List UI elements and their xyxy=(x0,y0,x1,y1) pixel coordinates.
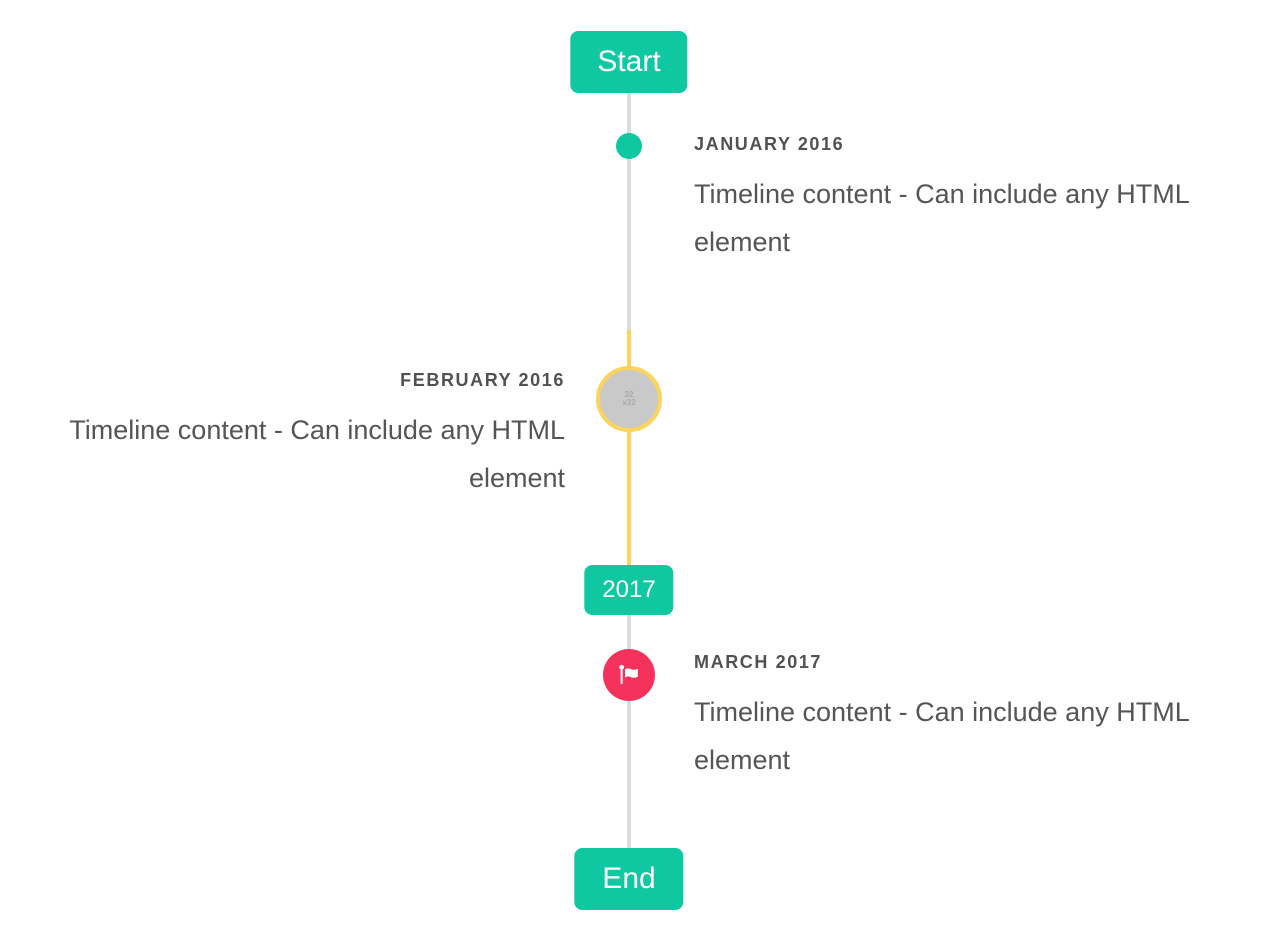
flag-icon xyxy=(616,662,643,689)
timeline-dot-marker xyxy=(616,133,642,159)
start-badge: Start xyxy=(570,31,688,93)
timeline-line-segment-top xyxy=(627,93,631,330)
timeline-entry: FEBRUARY 2016 Timeline content - Can inc… xyxy=(33,370,565,502)
flag-marker xyxy=(603,649,655,701)
timeline-line-segment-bottom xyxy=(627,613,631,848)
end-badge: End xyxy=(574,848,684,910)
entry-content: Timeline content - Can include any HTML … xyxy=(694,179,1189,257)
timeline-entry: MARCH 2017 Timeline content - Can includ… xyxy=(694,652,1220,784)
avatar-placeholder-marker: 32 x32 xyxy=(596,366,662,432)
timeline-entry: JANUARY 2016 Timeline content - Can incl… xyxy=(694,134,1220,266)
entry-title: MARCH 2017 xyxy=(694,652,823,672)
entry-title: JANUARY 2016 xyxy=(694,134,845,154)
entry-content: Timeline content - Can include any HTML … xyxy=(694,697,1189,775)
broken-image-alt-text: 32 x32 xyxy=(622,390,636,407)
year-badge: 2017 xyxy=(584,565,674,615)
entry-title: FEBRUARY 2016 xyxy=(400,370,565,390)
timeline-line-segment-highlighted xyxy=(627,330,631,565)
entry-content: Timeline content - Can include any HTML … xyxy=(69,415,565,493)
